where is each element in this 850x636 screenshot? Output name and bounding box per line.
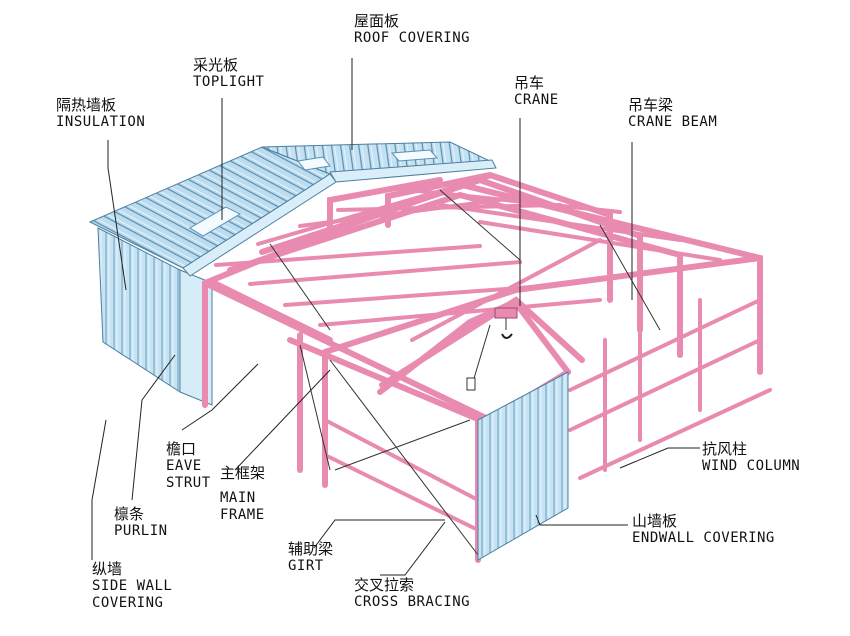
label-eave-strut-en2: STRUT xyxy=(166,474,211,491)
label-insulation-zh: 隔热墙板 xyxy=(56,96,117,114)
label-purlin-en: PURLIN xyxy=(114,523,168,539)
label-endwall-covering: 山墙板 ENDWALL COVERING xyxy=(632,512,775,547)
label-purlin: 檩条 PURLIN xyxy=(114,505,168,540)
label-roof-covering: 屋面板 ROOF COVERING xyxy=(354,12,470,47)
label-wind-column-en: WIND COLUMN xyxy=(702,458,801,474)
label-side-wall: 纵墙 SIDE WALL COVERING xyxy=(92,560,172,612)
label-crane-beam-zh: 吊车梁 xyxy=(628,96,674,114)
label-crane-zh: 吊车 xyxy=(514,74,545,92)
crane xyxy=(410,238,602,391)
label-crane: 吊车 CRANE xyxy=(514,74,559,109)
label-toplight-en: TOPLIGHT xyxy=(193,74,265,90)
label-purlin-zh: 檩条 xyxy=(114,505,145,523)
label-girt-en: GIRT xyxy=(288,558,324,574)
label-cross-bracing-en: CROSS BRACING xyxy=(354,594,471,610)
label-main-frame-en1: MAIN xyxy=(220,490,256,506)
label-crane-en: CRANE xyxy=(514,92,559,108)
label-toplight: 采光板 TOPLIGHT xyxy=(193,56,264,91)
label-main-frame-zh: 主框架 xyxy=(220,464,266,482)
toplight-panel xyxy=(189,149,439,237)
label-wind-column: 抗风柱 WIND COLUMN xyxy=(702,440,800,475)
label-eave-strut-en1: EAVE xyxy=(166,458,202,474)
label-side-wall-zh: 纵墙 xyxy=(92,560,123,578)
label-crane-beam: 吊车梁 CRANE BEAM xyxy=(628,96,717,131)
label-eave-strut: 檐口 EAVE STRUT xyxy=(166,440,211,492)
label-side-wall-en2: COVERING xyxy=(92,594,164,611)
label-girt-zh: 辅助梁 xyxy=(288,540,334,558)
label-endwall-covering-zh: 山墙板 xyxy=(632,512,678,530)
cross-bracing xyxy=(269,189,661,556)
label-cross-bracing: 交叉拉索 CROSS BRACING xyxy=(354,576,470,611)
label-cross-bracing-zh: 交叉拉索 xyxy=(354,576,415,594)
label-crane-beam-en: CRANE BEAM xyxy=(628,114,718,130)
label-insulation-en: INSULATION xyxy=(56,114,146,130)
label-roof-covering-en: ROOF COVERING xyxy=(354,30,471,46)
label-endwall-covering-en: ENDWALL COVERING xyxy=(632,530,775,546)
endwall-covering xyxy=(477,371,569,561)
label-side-wall-en1: SIDE WALL xyxy=(92,578,173,594)
label-wind-column-zh: 抗风柱 xyxy=(702,440,748,458)
label-toplight-zh: 采光板 xyxy=(193,56,239,74)
label-main-frame: 主框架 MAIN FRAME xyxy=(220,464,265,524)
girts xyxy=(323,298,772,532)
leader-lines xyxy=(91,58,700,576)
label-roof-covering-zh: 屋面板 xyxy=(354,12,400,30)
label-main-frame-en2: FRAME xyxy=(220,506,265,523)
label-insulation: 隔热墙板 INSULATION xyxy=(56,96,145,131)
label-eave-strut-zh: 檐口 xyxy=(166,440,197,458)
label-girt: 辅助梁 GIRT xyxy=(288,540,333,575)
